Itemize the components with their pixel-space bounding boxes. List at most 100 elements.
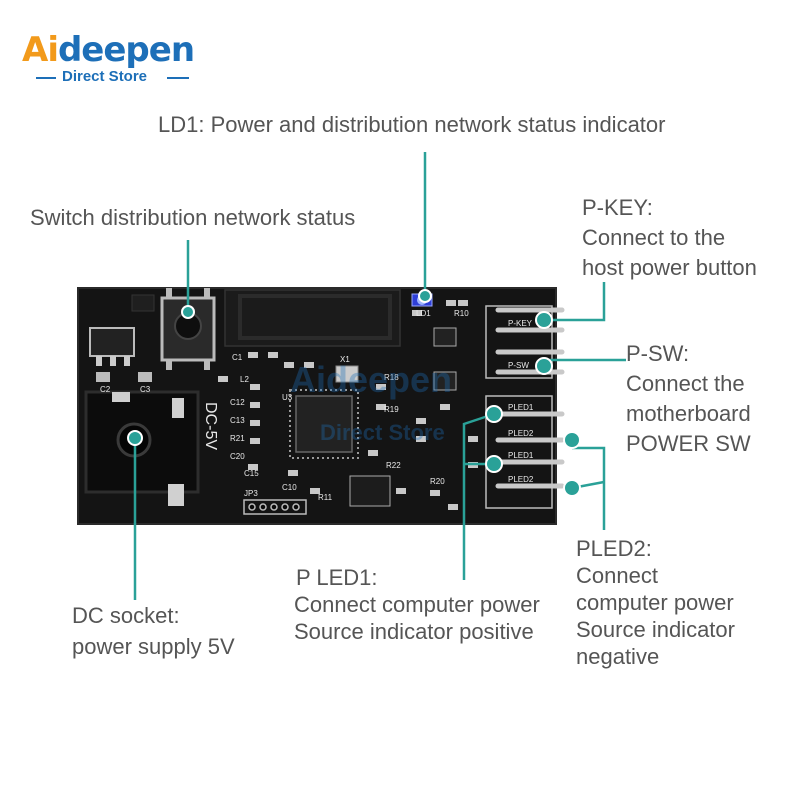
- callout-dc-line2: power supply 5V: [72, 634, 235, 659]
- silk-dc5v: DC-5V: [202, 402, 219, 450]
- brand-underline-left: [36, 77, 56, 79]
- callout-dot-ld1: [418, 289, 432, 303]
- callout-psw-line1: P-SW:: [626, 341, 690, 366]
- callout-line-pled2: [572, 446, 606, 530]
- silk-c10: C10: [282, 483, 297, 492]
- brand-name: Aideepen: [22, 30, 195, 70]
- pin-header-outlines: [485, 305, 553, 509]
- callout-switch: Switch distribution network status: [30, 204, 355, 231]
- silk-c2: C2: [100, 385, 111, 394]
- silk-r20: R20: [430, 477, 445, 486]
- callout-dot-pled2a: [563, 431, 581, 449]
- main-ic: [295, 395, 353, 453]
- watermark: Aideepen Direct Store: [290, 359, 452, 445]
- callout-dot-dc: [127, 430, 143, 446]
- smd-components: [218, 300, 478, 510]
- cap-c2: [96, 372, 110, 382]
- ic-pins: [289, 389, 359, 459]
- callout-psw: P-SW: Connect the motherboard POWER SW: [626, 339, 751, 459]
- small-connector: [131, 294, 155, 312]
- regulator-pin-3: [124, 356, 130, 366]
- callout-pkey-line2: Connect to the: [582, 225, 726, 250]
- callout-pled2-line5: negative: [576, 644, 660, 669]
- callout-pled2-line3: computer power: [576, 590, 734, 615]
- watermark-line1: Aideepen: [290, 359, 452, 400]
- silk-pled2a: PLED2: [508, 429, 534, 438]
- callout-dot-pkey: [535, 311, 553, 329]
- silk-r22: R22: [386, 461, 401, 470]
- header-pins: [495, 307, 565, 489]
- callout-ld1-line1: LD1: Power and distribution network stat…: [158, 112, 666, 137]
- transistor-1: [433, 327, 457, 347]
- callout-psw-line4: POWER SW: [626, 431, 751, 456]
- crystal-x1: [335, 365, 359, 383]
- callout-ld1: LD1: Power and distribution network stat…: [158, 111, 665, 138]
- silk-r19: R19: [384, 405, 399, 414]
- transistor-2: [433, 371, 457, 391]
- callout-dots: [127, 289, 581, 497]
- callout-dot-pled2b: [563, 479, 581, 497]
- callout-pled1-line2: Connect computer power: [294, 592, 540, 617]
- callout-psw-line3: motherboard: [626, 401, 751, 426]
- regulator-pin-2: [110, 356, 116, 366]
- callout-pled2-line2: Connect: [576, 563, 658, 588]
- silk-u3: U3: [282, 393, 293, 402]
- brand-subtitle: Direct Store: [62, 68, 148, 85]
- callout-line-pled1: [462, 412, 495, 580]
- callout-pkey: P-KEY: Connect to the host power button: [582, 193, 757, 283]
- switch-pin-2: [204, 288, 210, 298]
- brand-name-rest: deepen: [57, 30, 195, 70]
- callout-dc-line1: DC socket:: [72, 603, 180, 628]
- cap-c3: [138, 372, 152, 382]
- silk-jp3: JP3: [244, 489, 258, 498]
- callout-pled1-line3: Source indicator positive: [294, 619, 534, 644]
- callout-pkey-line3: host power button: [582, 255, 757, 280]
- brand-name-prefix: Ai: [22, 30, 59, 70]
- dc-jack-tab-3: [168, 484, 184, 506]
- callout-pled2: PLED2: Connect computer power Source ind…: [576, 535, 735, 670]
- silk-r21: R21: [230, 434, 245, 443]
- silk-c12: C12: [230, 398, 245, 407]
- switch-pin-3: [166, 360, 172, 370]
- callout-pled2-line1: PLED2:: [576, 536, 652, 561]
- silk-ld1: LD1: [416, 309, 431, 318]
- silk-c3: C3: [140, 385, 151, 394]
- callout-psw-line2: Connect the: [626, 371, 745, 396]
- dc-jack-tab-2: [172, 398, 184, 418]
- optocoupler: [349, 475, 391, 507]
- silk-pled1a: PLED1: [508, 403, 534, 412]
- callout-dot-psw: [535, 357, 553, 375]
- callout-dot-pled1b: [485, 455, 503, 473]
- switch-pin-1: [166, 288, 172, 298]
- brand-logo: Aideepen Direct Store: [22, 30, 212, 90]
- callout-dot-switch: [181, 305, 195, 319]
- jp3-header: [243, 499, 307, 515]
- silk-c13: C13: [230, 416, 245, 425]
- silk-x1: X1: [340, 355, 350, 364]
- callout-dot-pled1a: [485, 405, 503, 423]
- silk-pled1b: PLED1: [508, 451, 534, 460]
- callout-pled2-line4: Source indicator: [576, 617, 735, 642]
- silk-psw: P-SW: [508, 361, 529, 370]
- callout-pled1-line1: P LED1:: [296, 565, 378, 590]
- switch-pin-4: [204, 360, 210, 370]
- callout-switch-line1: Switch distribution network status: [30, 205, 356, 230]
- silk-r10: R10: [454, 309, 469, 318]
- dc-jack-tab-1: [112, 392, 130, 402]
- silk-c15: C15: [244, 469, 259, 478]
- callout-pkey-line1: P-KEY:: [582, 195, 653, 220]
- silk-pkey: P-KEY: [508, 319, 533, 328]
- callout-pled1: P LED1: Connect computer power Source in…: [294, 564, 540, 645]
- silk-pled2b: PLED2: [508, 475, 534, 484]
- regulator-pin-1: [96, 356, 102, 366]
- callout-dc: DC socket: power supply 5V: [72, 600, 235, 662]
- voltage-regulator: [89, 327, 135, 357]
- module-trace: [238, 294, 392, 340]
- silk-l2: L2: [240, 375, 249, 384]
- callout-line-pkey: [545, 282, 606, 322]
- silk-c1: C1: [232, 353, 243, 362]
- silk-r18: R18: [384, 373, 399, 382]
- brand-underline-right: [167, 77, 189, 79]
- silk-r11: R11: [318, 493, 333, 502]
